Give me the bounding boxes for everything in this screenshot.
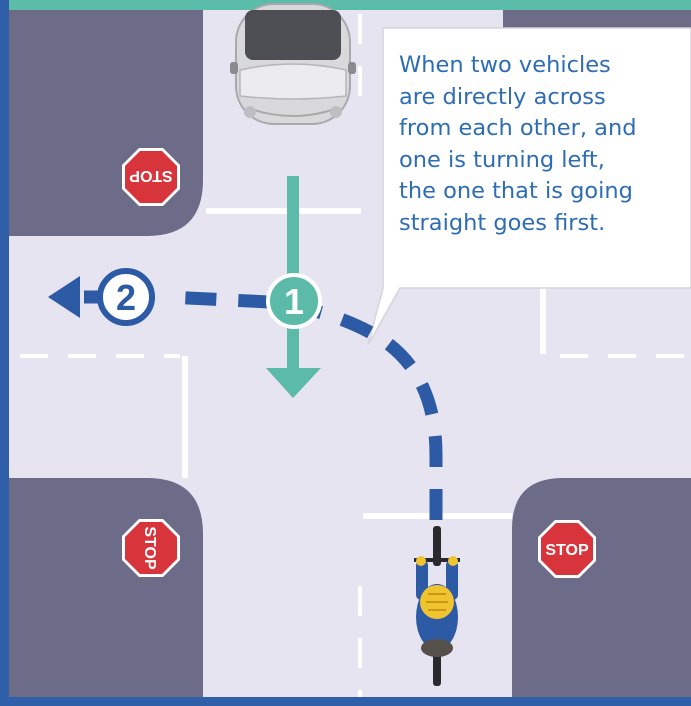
callout-text: When two vehicles are directly across fr… (399, 50, 691, 239)
frame-left (0, 0, 9, 706)
stop-sign-label: STOP (129, 167, 173, 184)
stop-sign-label: STOP (545, 542, 589, 559)
marker-second-label: 2 (116, 277, 136, 318)
frame-bottom (0, 697, 691, 706)
marker-first-label: 1 (284, 281, 304, 322)
corner-bottom-right (512, 478, 691, 706)
stop-sign-bottom-right: STOP (538, 520, 596, 578)
corner-bottom-left (0, 478, 203, 706)
corner-top-left (0, 10, 203, 236)
stop-sign-top-left: STOP (122, 148, 180, 206)
marker-first: 1 (268, 275, 320, 327)
stop-sign-label: STOP (141, 526, 158, 570)
marker-second: 2 (100, 271, 152, 323)
top-band (0, 0, 691, 10)
car-topdown-icon (230, 4, 356, 124)
stop-sign-bottom-left: STOP (122, 519, 180, 577)
